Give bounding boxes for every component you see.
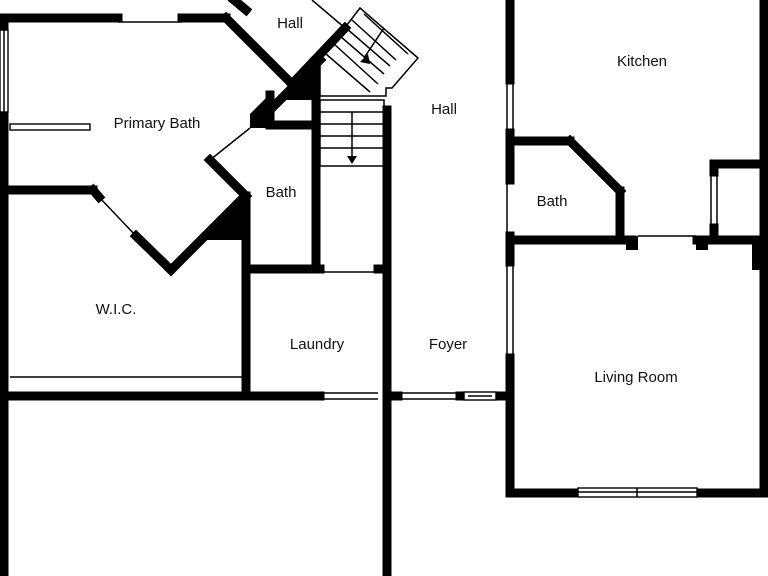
room-label-hall-main: Hall bbox=[431, 101, 457, 118]
room-label-primary-bath: Primary Bath bbox=[114, 115, 201, 132]
room-label-wic: W.I.C. bbox=[96, 301, 137, 318]
room-label-laundry: Laundry bbox=[290, 336, 345, 353]
room-label-kitchen: Kitchen bbox=[617, 53, 667, 70]
room-label-living-room: Living Room bbox=[594, 369, 677, 386]
wall-blocks bbox=[204, 58, 764, 270]
openings bbox=[0, 0, 718, 498]
room-label-hall-top: Hall bbox=[277, 15, 303, 32]
room-label-foyer: Foyer bbox=[429, 336, 467, 353]
room-label-bath-center: Bath bbox=[266, 184, 297, 201]
stairs bbox=[319, 6, 420, 167]
room-label-bath-right: Bath bbox=[537, 193, 568, 210]
room-labels: Hall Primary Bath Bath W.I.C. Laundry Ha… bbox=[96, 15, 678, 386]
